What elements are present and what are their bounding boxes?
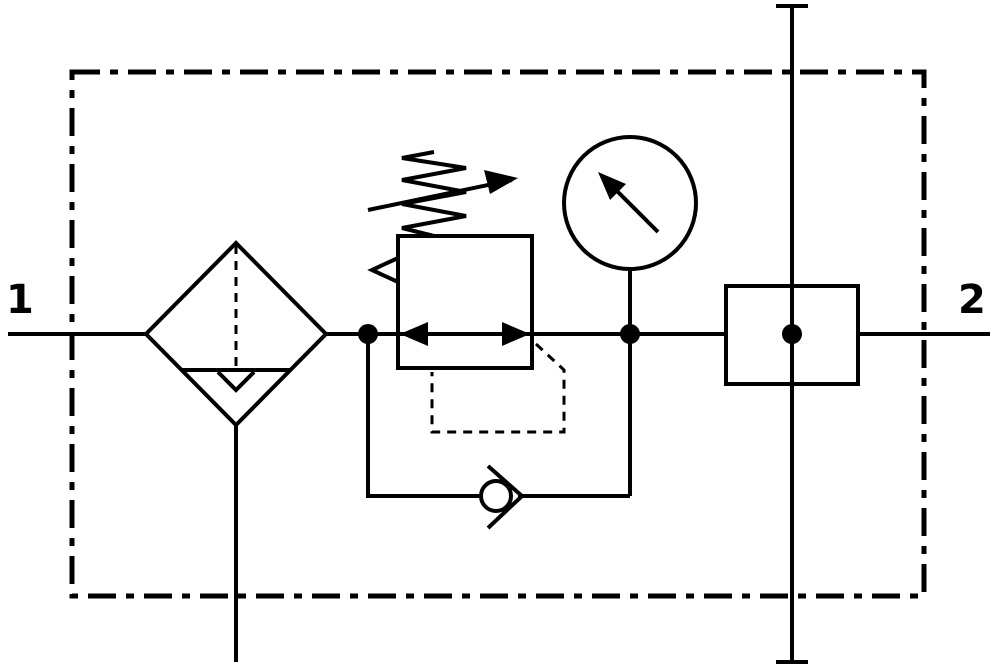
filter-drain-icon: [143, 240, 329, 662]
mounting-block-icon: [724, 4, 860, 664]
pressure-gauge-icon: [562, 135, 698, 334]
pressure-regulator-icon: [367, 150, 566, 434]
check-valve-icon: [366, 334, 632, 530]
outlet-port-label: 2: [958, 277, 986, 323]
inlet-port-label: 1: [6, 277, 34, 323]
